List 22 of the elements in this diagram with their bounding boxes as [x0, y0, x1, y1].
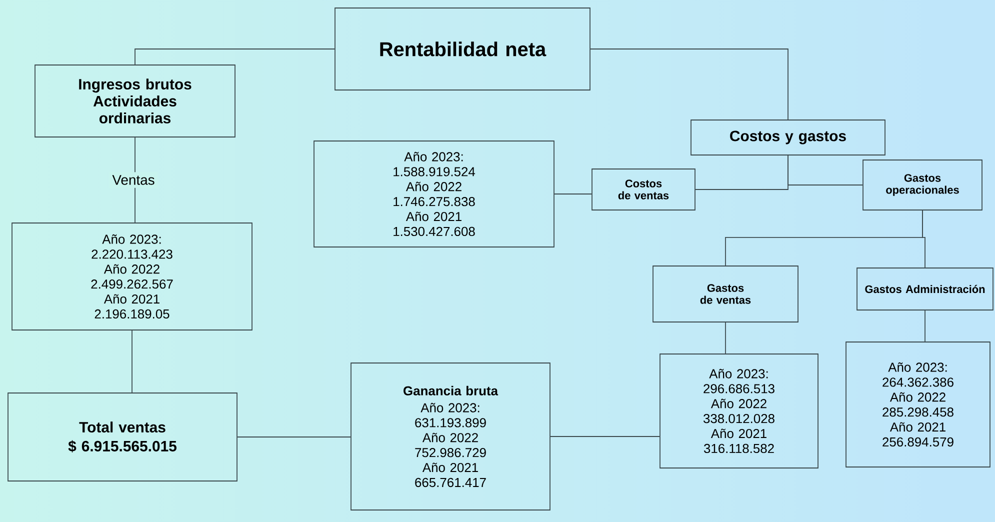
title-box: Rentabilidad neta [334, 8, 590, 90]
value-box: Ganancia bruta Año 2023: 631.193.899 Año 2022 752.986.729 Año 2021 665.761.417 [350, 362, 550, 510]
connector-line [590, 48, 788, 120]
connector-line [725, 322, 726, 354]
label-box: Gastos Administración [856, 268, 994, 310]
connector-line [922, 210, 926, 268]
connector-line [788, 155, 863, 186]
label-box: Costos y gastos [690, 120, 886, 156]
value-box: Año 2023: 264.362.386 Año 2022 285.298.458 Año 2021 256.894.579 [846, 342, 990, 468]
connector-line [924, 310, 926, 342]
value-box: Año 2023: 296.686.513 Año 2022 338.012.028 Año 2021 316.118.582 [660, 354, 818, 468]
label-box: Gastos de ventas [652, 266, 798, 322]
edge-label: Ventas [109, 172, 158, 188]
connector-line [550, 436, 660, 437]
label-box: Costos de ventas [592, 168, 696, 210]
value-box: Año 2023: 2.220.113.423 Año 2022 2.499.262.567 Año 2021 2.196.189.05 [12, 222, 252, 330]
connector-line [237, 436, 351, 438]
value-box: Año 2023: 1.588.919.524 Año 2022 1.746.275.838 Año 2021 1.530.427.608 [314, 140, 554, 248]
total-box: Total ventas $ 6.915.565.015 [8, 392, 238, 482]
label-box: Ingresos brutos Actividades ordinarias [34, 64, 236, 138]
label-box: Gastos operacionales [862, 160, 982, 210]
connector-line [134, 48, 335, 65]
